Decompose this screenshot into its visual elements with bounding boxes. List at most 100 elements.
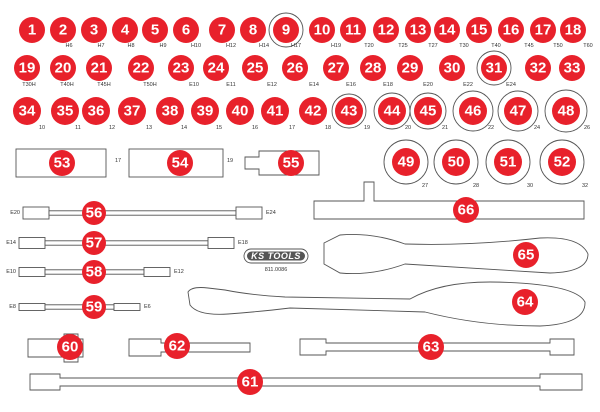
item-number-badge[interactable]: 25 bbox=[242, 55, 268, 81]
item-number: 22 bbox=[133, 60, 150, 77]
item-number: 24 bbox=[208, 60, 225, 77]
item-number-badge[interactable]: 28 bbox=[360, 55, 386, 81]
item-number-badge[interactable]: 39 bbox=[191, 97, 219, 125]
red-number-circle bbox=[530, 17, 556, 43]
item-number-badge[interactable]: 61 bbox=[237, 369, 263, 395]
item-number-badge[interactable]: 53 bbox=[49, 150, 75, 176]
item-number-badge[interactable]: 46 bbox=[452, 90, 494, 132]
t-bar-cutout bbox=[313, 181, 585, 220]
item-number: 14 bbox=[439, 22, 456, 39]
item-number-badge[interactable]: 43 bbox=[331, 93, 367, 129]
size-label: E11 bbox=[226, 82, 235, 88]
size-label: 13 bbox=[146, 125, 152, 131]
red-number-circle bbox=[548, 148, 576, 176]
item-number-badge[interactable]: 12 bbox=[373, 17, 399, 43]
item-number-badge[interactable]: 37 bbox=[118, 97, 146, 125]
item-number-badge[interactable]: 1 bbox=[19, 17, 45, 43]
item-number-badge[interactable]: 20 bbox=[50, 55, 76, 81]
item-number-badge[interactable]: 54 bbox=[167, 150, 193, 176]
item-number-badge[interactable]: 19 bbox=[14, 55, 40, 81]
item-number-badge[interactable]: 63 bbox=[418, 334, 444, 360]
item-number-badge[interactable]: 38 bbox=[156, 97, 184, 125]
item-number-badge[interactable]: 58 bbox=[82, 260, 106, 284]
size-label: 18 bbox=[325, 125, 331, 131]
item-number-badge[interactable]: 3 bbox=[81, 17, 107, 43]
size-label: 19 bbox=[364, 125, 370, 131]
item-number-badge[interactable]: 45 bbox=[409, 92, 447, 130]
item-number-badge[interactable]: 56 bbox=[82, 201, 106, 225]
item-number-badge[interactable]: 5 bbox=[142, 17, 168, 43]
item-number-badge[interactable]: 17 bbox=[530, 17, 556, 43]
size-label: 17 bbox=[115, 158, 121, 164]
size-label: 22 bbox=[488, 125, 494, 131]
item-number: 20 bbox=[55, 60, 72, 77]
size-label: T30 bbox=[459, 43, 468, 49]
item-number-badge[interactable]: 21 bbox=[86, 55, 112, 81]
item-number-badge[interactable]: 2 bbox=[50, 17, 76, 43]
item-number-badge[interactable]: 22 bbox=[128, 55, 154, 81]
red-number-circle bbox=[335, 97, 363, 125]
extension-left-label: E8 bbox=[9, 304, 16, 310]
item-number-badge[interactable]: 11 bbox=[340, 17, 366, 43]
item-number-badge[interactable]: 42 bbox=[299, 97, 327, 125]
item-number-badge[interactable]: 57 bbox=[82, 231, 106, 255]
item-number-badge[interactable]: 33 bbox=[559, 55, 585, 81]
item-number-badge[interactable]: 13 bbox=[405, 17, 431, 43]
item-number: 17 bbox=[535, 22, 552, 39]
red-number-circle bbox=[414, 97, 442, 125]
red-number-circle bbox=[226, 97, 254, 125]
item-number-badge[interactable]: 51 bbox=[485, 139, 531, 185]
red-number-circle bbox=[173, 17, 199, 43]
red-number-circle bbox=[442, 148, 470, 176]
red-number-circle bbox=[167, 150, 193, 176]
item-number-badge[interactable]: 35 bbox=[51, 97, 79, 125]
item-number-badge[interactable]: 7 bbox=[209, 17, 235, 43]
item-number-badge[interactable]: 65 bbox=[513, 242, 539, 268]
item-number-badge[interactable]: 49 bbox=[383, 139, 429, 185]
red-number-circle bbox=[299, 97, 327, 125]
item-number: 55 bbox=[283, 155, 300, 172]
red-number-circle bbox=[49, 150, 75, 176]
item-number-badge[interactable]: 10 bbox=[309, 17, 335, 43]
item-number-badge[interactable]: 48 bbox=[544, 89, 588, 133]
item-number-badge[interactable]: 16 bbox=[498, 17, 524, 43]
item-number-badge[interactable]: 27 bbox=[323, 55, 349, 81]
item-number-badge[interactable]: 62 bbox=[164, 333, 190, 359]
item-number-badge[interactable]: 59 bbox=[82, 295, 106, 319]
red-number-circle bbox=[494, 148, 522, 176]
item-number-badge[interactable]: 30 bbox=[439, 55, 465, 81]
item-number: 37 bbox=[124, 103, 141, 120]
item-number-badge[interactable]: 6 bbox=[173, 17, 199, 43]
item-number-badge[interactable]: 26 bbox=[282, 55, 308, 81]
item-number-badge[interactable]: 50 bbox=[433, 139, 479, 185]
item-number-badge[interactable]: 55 bbox=[278, 150, 304, 176]
item-number-badge[interactable]: 41 bbox=[261, 97, 289, 125]
red-number-circle bbox=[82, 260, 106, 284]
item-number-badge[interactable]: 24 bbox=[203, 55, 229, 81]
size-label: H10 bbox=[191, 43, 201, 49]
item-number-badge[interactable]: 4 bbox=[112, 17, 138, 43]
item-number-badge[interactable]: 44 bbox=[373, 92, 411, 130]
item-number-badge[interactable]: 29 bbox=[397, 55, 423, 81]
item-number-badge[interactable]: 14 bbox=[434, 17, 460, 43]
item-number: 54 bbox=[172, 155, 189, 172]
item-number-badge[interactable]: 66 bbox=[453, 197, 479, 223]
item-number-badge[interactable]: 23 bbox=[168, 55, 194, 81]
item-number-badge[interactable]: 34 bbox=[13, 97, 41, 125]
item-number-badge[interactable]: 32 bbox=[525, 55, 551, 81]
item-number-badge[interactable]: 36 bbox=[82, 97, 110, 125]
red-number-circle bbox=[278, 150, 304, 176]
item-number-badge[interactable]: 18 bbox=[560, 17, 586, 43]
item-number-badge[interactable]: 64 bbox=[512, 289, 538, 315]
item-number-badge[interactable]: 8 bbox=[240, 17, 266, 43]
item-number: 44 bbox=[384, 103, 401, 120]
item-number-badge[interactable]: 9 bbox=[268, 12, 304, 48]
item-number-badge[interactable]: 52 bbox=[539, 139, 585, 185]
size-label: 12 bbox=[109, 125, 115, 131]
item-number-badge[interactable]: 15 bbox=[466, 17, 492, 43]
size-label: H12 bbox=[226, 43, 236, 49]
item-number-badge[interactable]: 31 bbox=[476, 50, 512, 86]
item-number-badge[interactable]: 40 bbox=[226, 97, 254, 125]
item-number-badge[interactable]: 47 bbox=[497, 90, 539, 132]
item-number-badge[interactable]: 60 bbox=[57, 334, 83, 360]
